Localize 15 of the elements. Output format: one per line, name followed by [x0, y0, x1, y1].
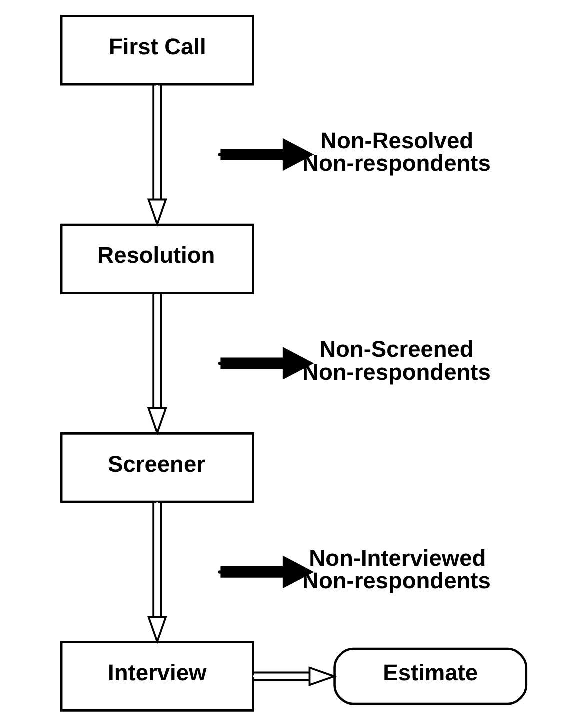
arrow — [252, 666, 337, 687]
node-box: Screener — [60, 432, 254, 504]
node-box: Estimate — [333, 648, 528, 706]
arrow — [146, 85, 167, 228]
node-text: Non-Screened Non-respondents — [302, 336, 490, 385]
arrow — [146, 502, 167, 645]
arrow — [146, 294, 167, 436]
node-text: Non-Interviewed Non-respondents — [302, 544, 490, 594]
node-box: Interview — [60, 641, 254, 712]
node-text: Non-Resolved Non-respondents — [302, 127, 490, 176]
node-box: First Call — [60, 15, 254, 86]
arrow — [220, 138, 314, 172]
node-box: Resolution — [60, 224, 254, 294]
arrow — [220, 556, 314, 589]
arrow — [220, 347, 314, 380]
